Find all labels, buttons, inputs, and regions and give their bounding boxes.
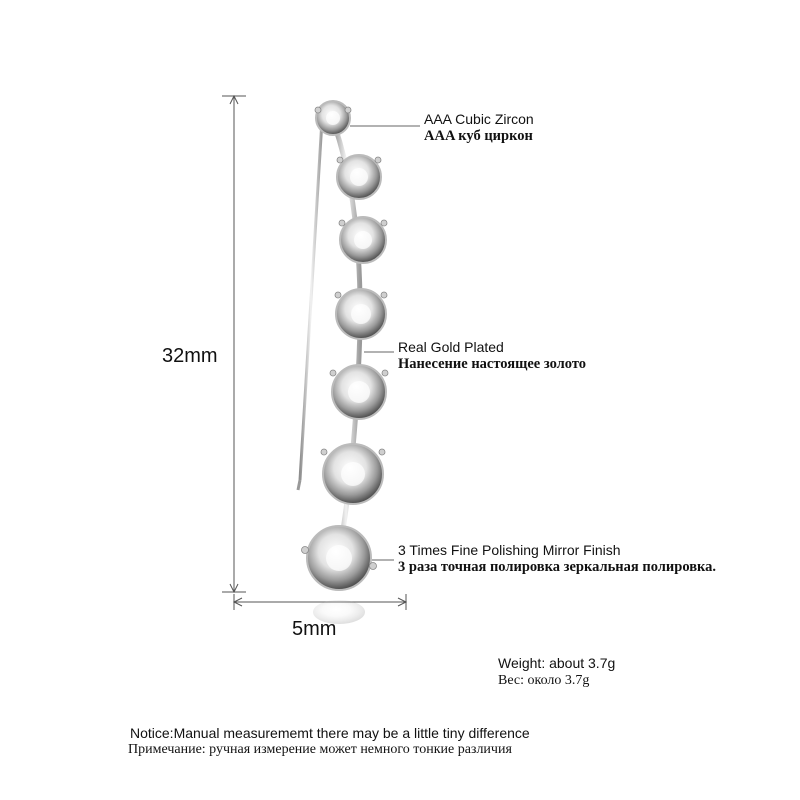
- callout-zircon-ru: AAA куб циркон: [424, 128, 533, 144]
- stone-5: [331, 364, 387, 420]
- callout-gold-en: Real Gold Plated: [398, 339, 504, 355]
- weight-ru: Вес: около 3.7g: [498, 673, 590, 688]
- stone-1: [315, 100, 351, 136]
- notice-en: Notice:Manual measurememt there may be a…: [130, 725, 530, 741]
- prongs: [301, 106, 389, 570]
- height-dimension-line: [222, 94, 246, 594]
- stone-4: [335, 288, 387, 340]
- zircon-stones: [306, 100, 387, 591]
- height-label: 32mm: [162, 345, 218, 367]
- stone-2: [336, 154, 382, 200]
- callout-zircon-en: AAA Cubic Zircon: [424, 111, 534, 127]
- callout-polish-en: 3 Times Fine Polishing Mirror Finish: [398, 542, 621, 558]
- stone-6: [322, 443, 384, 505]
- callout-gold-ru: Нанесение настоящее золото: [398, 356, 587, 372]
- stone-7: [306, 525, 372, 591]
- stone-3: [339, 216, 387, 264]
- ear-wire: [298, 119, 324, 481]
- reflection: [313, 600, 365, 624]
- width-dimension-line: [232, 594, 408, 610]
- notice-ru: Примечание: ручная измерение может немно…: [128, 742, 512, 757]
- callout-polish-ru: 3 раза точная полировка зеркальная полир…: [398, 559, 717, 575]
- width-label: 5mm: [292, 618, 337, 640]
- callout-lines: [350, 125, 420, 561]
- weight-en: Weight: about 3.7g: [498, 655, 616, 671]
